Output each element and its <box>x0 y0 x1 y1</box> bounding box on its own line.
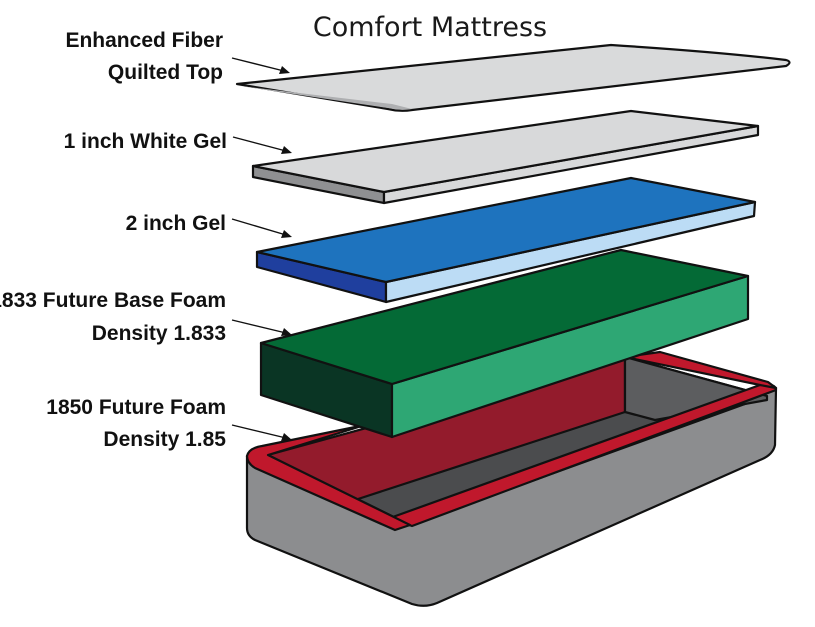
arrow-white-gel <box>232 136 292 154</box>
base-foam-block <box>259 248 750 439</box>
base-foam-top <box>259 248 750 386</box>
label-base-foam-line2: Density 1.833 <box>92 322 226 345</box>
gel-slab <box>255 176 757 304</box>
label-quilted-top-line2: Quilted Top <box>108 61 223 84</box>
label-gel: 2 inch Gel <box>126 212 226 235</box>
layer-labels: Enhanced Fiber Quilted Top 1 inch White … <box>0 29 227 451</box>
leader-arrows <box>231 57 292 441</box>
label-base-foam-line1: 1833 Future Base Foam <box>0 289 226 312</box>
quilted-top-shade <box>240 86 412 110</box>
arrow-future-foam <box>231 424 292 441</box>
arrow-gel <box>231 218 292 238</box>
foam-tray-body <box>245 386 778 607</box>
future-foam-tray <box>245 350 778 607</box>
label-future-foam-line1: 1850 Future Foam <box>46 396 226 419</box>
foam-tray-left-rim <box>245 423 412 532</box>
arrow-base-foam <box>231 319 292 336</box>
label-future-foam-line2: Density 1.85 <box>103 428 226 451</box>
label-white-gel: 1 inch White Gel <box>64 130 227 153</box>
white-gel-top <box>251 109 760 194</box>
diagram-title: Comfort Mattress <box>313 12 547 43</box>
white-gel-slab <box>251 109 760 205</box>
gel-top <box>255 176 757 284</box>
quilted-top-slab <box>235 43 791 112</box>
arrow-quilted-top <box>231 57 290 74</box>
label-quilted-top-line1: Enhanced Fiber <box>65 29 223 52</box>
quilted-top-shape <box>235 43 791 112</box>
